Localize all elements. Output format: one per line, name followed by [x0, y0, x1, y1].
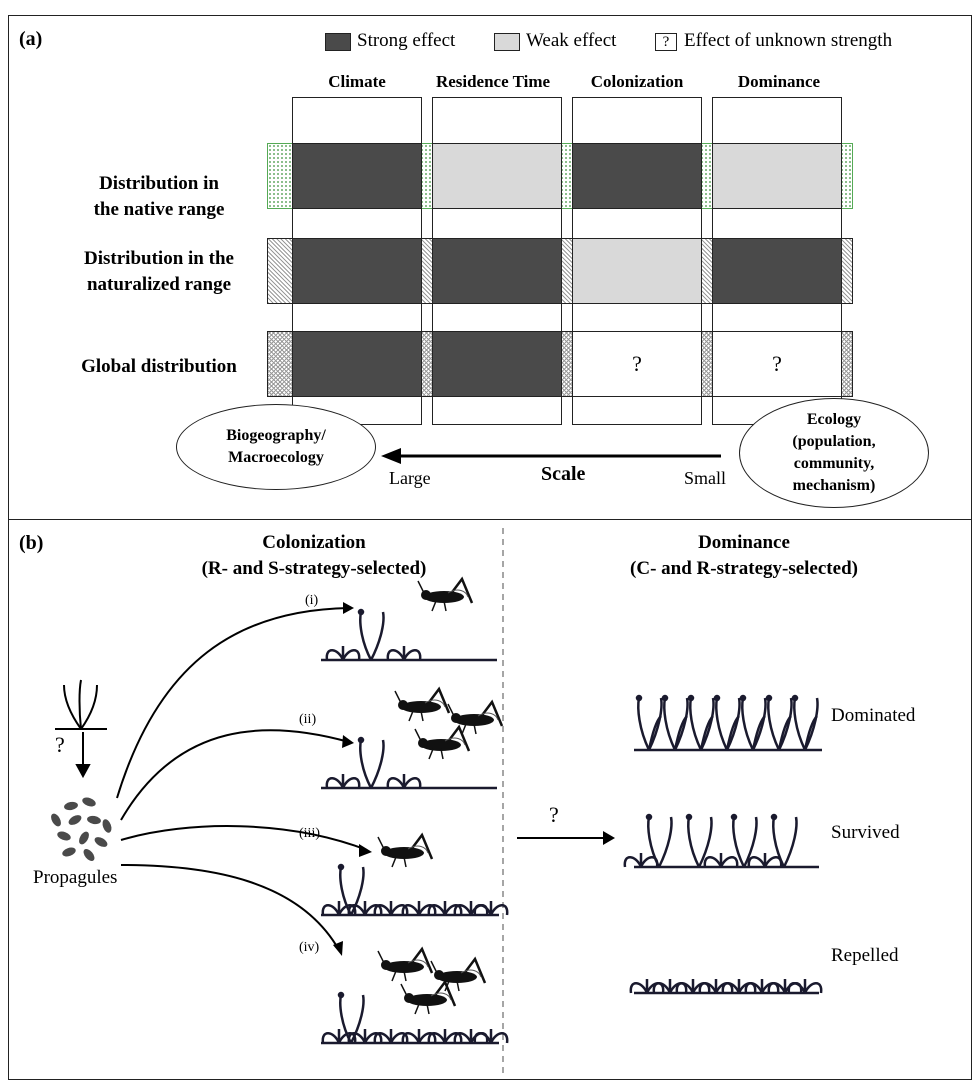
outcome-repelled: Repelled	[831, 945, 899, 966]
rosette-icon	[347, 901, 383, 916]
rosette-icon	[386, 646, 422, 661]
seedling-icon	[357, 608, 385, 661]
parent-plant-icon	[55, 679, 107, 779]
cell-unknown: ?	[712, 331, 842, 397]
rosette-icon	[747, 853, 783, 868]
column-header-climate: Climate	[328, 72, 386, 91]
scale-label: Scale	[541, 463, 586, 485]
cell-weak	[432, 143, 562, 209]
legend-strong-swatch	[325, 33, 351, 51]
rosette-icon	[721, 979, 757, 994]
column-header-dominance: Dominance	[737, 72, 821, 91]
outcome-arrow	[603, 831, 615, 845]
dominance-subtitle: (C- and R-strategy-selected)	[630, 558, 858, 579]
grasshopper-icon	[394, 686, 451, 722]
rosette-icon	[744, 979, 780, 994]
column-header-colonization: Colonization	[590, 72, 684, 91]
outcome-dominated: Dominated	[831, 705, 916, 726]
rosette-icon	[401, 1029, 437, 1044]
rosette-icon	[401, 901, 437, 916]
cell-strong	[432, 331, 562, 397]
column-header-residence-time: Residence Time	[435, 72, 551, 91]
seedling-icon	[730, 813, 758, 868]
propagule-cluster-icon	[51, 797, 112, 861]
seedling-icon	[645, 813, 673, 868]
rosette-icon	[787, 979, 823, 994]
cell-strong	[292, 238, 422, 304]
colonization-subtitle: (R- and S-strategy-selected)	[201, 558, 427, 579]
grasshopper-icon	[377, 946, 434, 982]
legend-weak-swatch	[494, 33, 520, 51]
seedling-icon	[685, 813, 713, 868]
rosette-icon	[386, 774, 422, 789]
cell-weak	[712, 143, 842, 209]
scale-arrow	[381, 448, 721, 464]
cell-unknown: ?	[572, 331, 702, 397]
seedling-icon	[770, 813, 798, 868]
scale-large-label: Large	[389, 468, 431, 488]
propagules-label: Propagules	[33, 867, 118, 888]
panel-b-drawing	[51, 528, 823, 1075]
grasshopper-icon	[377, 832, 434, 868]
panel-a: (a) Strong effect Weak effect ? Effect o…	[8, 15, 972, 520]
legend-strong-label: Strong effect	[357, 30, 456, 51]
column-frame-colonization	[572, 97, 702, 425]
rosette-icon	[698, 979, 734, 994]
rosette-icon	[427, 901, 463, 916]
rosette-icon	[373, 1029, 409, 1044]
dispersal-arrows	[116, 607, 368, 951]
scenario-label-ii: (ii)	[299, 712, 317, 727]
rosette-icon	[767, 979, 803, 994]
parent-question-mark: ?	[55, 732, 65, 757]
legend-unknown-swatch: ?	[655, 33, 677, 51]
cell-strong	[572, 143, 702, 209]
rosette-icon	[321, 1029, 357, 1044]
rosette-icon	[427, 1029, 463, 1044]
scenario-label-iii: (iii)	[299, 826, 320, 841]
dominance-title: Dominance	[698, 532, 790, 553]
rosette-icon	[652, 979, 688, 994]
rosette-icon	[703, 853, 739, 868]
grasshopper-icon	[417, 576, 474, 612]
scale-small-label: Small	[684, 468, 727, 488]
grasshopper-icon	[430, 956, 487, 992]
rosette-icon	[325, 646, 361, 661]
rosette-icon	[321, 901, 357, 916]
panel-a-label: (a)	[19, 28, 43, 50]
scenario-label-iv: (iv)	[299, 940, 320, 955]
legend-unknown-label: Effect of unknown strength	[684, 30, 893, 51]
rosette-icon	[373, 901, 409, 916]
row-header-global: Global distribution	[81, 356, 237, 377]
panel-b-label: (b)	[19, 532, 44, 554]
rosette-icon	[623, 853, 659, 868]
legend-weak-label: Weak effect	[526, 30, 617, 51]
rosette-icon	[347, 1029, 383, 1044]
rosette-icon	[325, 774, 361, 789]
rosette-icon	[675, 979, 711, 994]
grasshopper-icon	[400, 979, 457, 1015]
ellipse-biogeography: Biogeography/Macroecology	[176, 404, 376, 490]
colonization-title: Colonization	[262, 532, 366, 553]
grasshopper-icon	[447, 699, 504, 735]
scenario-label-i: (i)	[305, 593, 319, 608]
cell-strong	[292, 331, 422, 397]
seedling-icon	[357, 736, 385, 789]
outcome-question-mark: ?	[549, 802, 559, 827]
panel-b: (b) Colonization (R- and S-strategy-sele…	[8, 519, 972, 1080]
grasshopper-icon	[414, 724, 471, 760]
outcome-survived: Survived	[831, 822, 900, 843]
rosette-icon	[473, 1029, 509, 1044]
rosette-icon	[473, 901, 509, 916]
column-frame-residence-time	[432, 97, 562, 425]
rosette-icon	[629, 979, 665, 994]
ellipse-ecology: Ecology(population,community,mechanism)	[739, 398, 929, 508]
